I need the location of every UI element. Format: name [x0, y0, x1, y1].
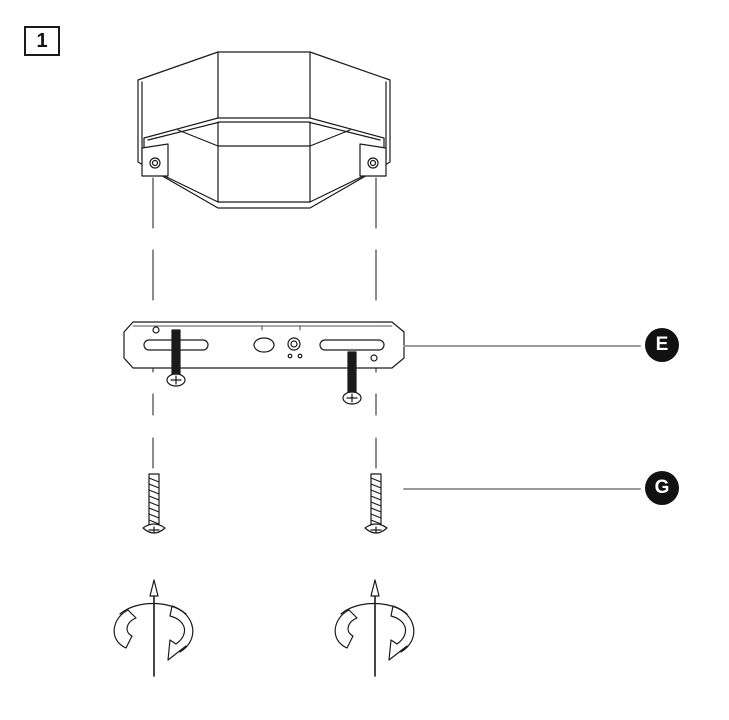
step-number: 1 [24, 26, 60, 56]
plate-screw-left [166, 329, 186, 387]
tighten-arrow-left [113, 579, 194, 677]
junction-box [137, 51, 391, 209]
alignment-lines [152, 177, 377, 416]
plate-screw-right [342, 351, 362, 405]
screw-g-left [142, 473, 166, 534]
mounting-plate [123, 321, 405, 369]
tighten-arrow-right [334, 579, 415, 677]
callout-e: E [645, 328, 679, 362]
screw-g-right [364, 473, 388, 534]
alignment-lines-lower [152, 437, 377, 469]
callout-g: G [645, 471, 679, 505]
